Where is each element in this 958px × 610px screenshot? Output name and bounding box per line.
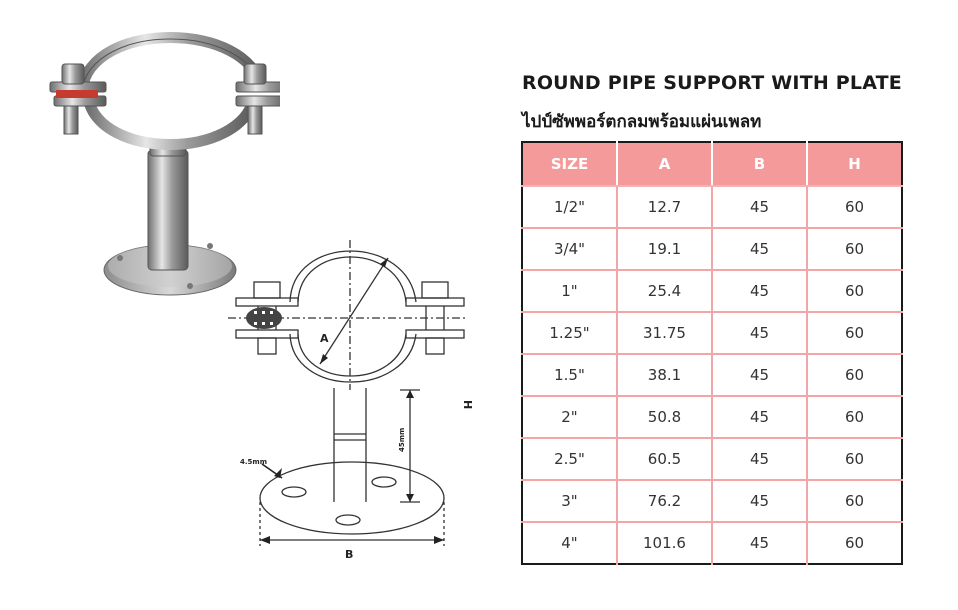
cell-size: 1.25" xyxy=(522,312,618,355)
cell-h: 60 xyxy=(807,270,902,313)
cell-size: 3" xyxy=(522,480,618,523)
cell-h: 60 xyxy=(807,438,902,481)
table-header-row: SIZE A B H xyxy=(522,142,902,187)
label-hole: 4.5mm xyxy=(240,458,267,466)
technical-drawing: A B 45mm 4.5mm H xyxy=(228,240,474,561)
cell-size: 3/4" xyxy=(522,228,618,271)
cell-a: 76.2 xyxy=(617,480,713,523)
cell-b: 45 xyxy=(712,438,808,481)
cell-a: 12.7 xyxy=(617,186,713,229)
table-row: 3" 76.2 45 60 xyxy=(522,480,902,523)
cell-size: 4" xyxy=(522,522,618,564)
cell-b: 45 xyxy=(712,228,808,271)
table-row: 1.25" 31.75 45 60 xyxy=(522,312,902,355)
page-subtitle: ไปป์ซัพพอร์ตกลมพร้อมแผ่นเพลท xyxy=(522,112,762,132)
table-row: 2" 50.8 45 60 xyxy=(522,396,902,439)
cell-size: 1" xyxy=(522,270,618,313)
table-row: 2.5" 60.5 45 60 xyxy=(522,438,902,481)
cell-h: 60 xyxy=(807,312,902,355)
cell-a: 50.8 xyxy=(617,396,713,439)
cell-a: 25.4 xyxy=(617,270,713,313)
cell-size: 2.5" xyxy=(522,438,618,481)
header-size: SIZE xyxy=(522,142,618,187)
label-height: 45mm xyxy=(398,428,406,452)
header-a: A xyxy=(617,142,713,187)
cell-size: 2" xyxy=(522,396,618,439)
cell-a: 31.75 xyxy=(617,312,713,355)
label-a: A xyxy=(320,332,329,345)
cell-a: 19.1 xyxy=(617,228,713,271)
label-h: H xyxy=(461,400,474,409)
table-row: 3/4" 19.1 45 60 xyxy=(522,228,902,271)
cell-b: 45 xyxy=(712,480,808,523)
header-h: H xyxy=(807,142,902,187)
header-b: B xyxy=(712,142,808,187)
cell-b: 45 xyxy=(712,270,808,313)
cell-b: 45 xyxy=(712,522,808,564)
label-b: B xyxy=(345,548,353,561)
product-photo xyxy=(49,32,280,296)
cell-a: 60.5 xyxy=(617,438,713,481)
cell-b: 45 xyxy=(712,354,808,397)
cell-h: 60 xyxy=(844,534,865,552)
cell-h: 60 xyxy=(807,480,902,523)
table-row: 4" 101.6 45 60 xyxy=(522,522,902,564)
cell-b: 45 xyxy=(712,312,808,355)
table-row: 1/2" 12.7 45 60 xyxy=(522,186,902,229)
table-row: 1.5" 38.1 45 60 xyxy=(522,354,902,397)
cell-h: 60 xyxy=(807,354,902,397)
cell-size: 1/2" xyxy=(522,186,618,229)
cell-size: 1.5" xyxy=(522,354,618,397)
cell-b: 45 xyxy=(712,186,808,229)
cell-a: 101.6 xyxy=(617,522,713,564)
cell-h: 60 xyxy=(807,228,902,271)
size-table: SIZE A B H 1/2" 12.7 45 60 3/4" 19.1 45 … xyxy=(521,141,903,565)
cell-h: 60 xyxy=(807,396,902,439)
table-row: 1" 25.4 45 60 xyxy=(522,270,902,313)
cell-h: 60 xyxy=(807,186,902,229)
cell-b: 45 xyxy=(712,396,808,439)
page-title: ROUND PIPE SUPPORT WITH PLATE xyxy=(522,72,902,94)
cell-a: 38.1 xyxy=(617,354,713,397)
